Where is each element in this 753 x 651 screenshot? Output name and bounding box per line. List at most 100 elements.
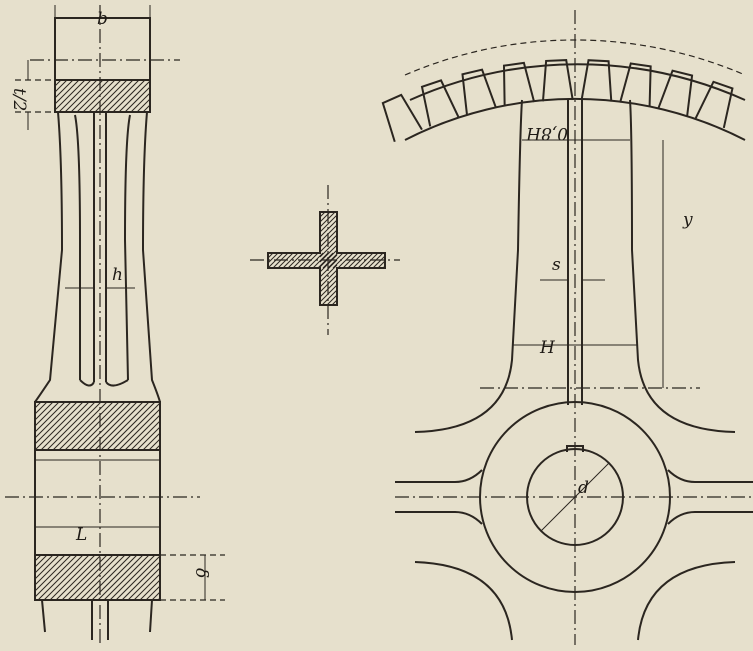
hatch-line xyxy=(145,585,161,601)
hatch-line xyxy=(100,401,150,451)
hatch-line xyxy=(326,294,338,306)
label-d: d xyxy=(578,478,589,498)
hatch-line xyxy=(70,79,104,113)
hatch-line xyxy=(282,252,299,269)
gear-tooth xyxy=(381,93,423,143)
hatch-line xyxy=(54,79,74,99)
hatch-line xyxy=(52,401,102,451)
hatch-line xyxy=(377,260,386,269)
hub-circle xyxy=(479,401,671,593)
hatch-line xyxy=(118,80,151,113)
hatch-line xyxy=(34,401,84,451)
hatch-line xyxy=(64,79,98,113)
gear-teeth xyxy=(381,59,734,143)
hatch-line xyxy=(67,554,114,601)
arm-inner-right xyxy=(123,114,131,381)
gear-tooth xyxy=(420,79,460,127)
hatch-line xyxy=(34,401,48,415)
gear-tooth xyxy=(502,61,536,107)
wheel-front-view: 0,8H y s H d xyxy=(381,10,753,645)
hatch-line xyxy=(103,554,150,601)
hatch-line xyxy=(319,214,338,233)
hatch-line xyxy=(55,554,102,601)
rim-inner-arc xyxy=(404,97,746,141)
hatch-line xyxy=(287,252,304,269)
hatch-line xyxy=(130,420,161,451)
hatch-line xyxy=(82,79,116,113)
hatch-line xyxy=(106,79,140,113)
hatch-line xyxy=(34,554,72,592)
hatch-line xyxy=(97,554,144,601)
label-H: H xyxy=(539,338,556,358)
hatch-line xyxy=(267,252,279,264)
gear-tooth xyxy=(541,59,574,102)
hatch-line xyxy=(76,401,126,451)
hatch-line xyxy=(319,264,338,283)
hatch-line xyxy=(337,252,354,269)
hub-bottom-section xyxy=(34,554,161,601)
rim-outer-arc xyxy=(409,63,746,101)
hatch-line xyxy=(312,252,329,269)
gear-tooth xyxy=(657,69,694,116)
section-hatching xyxy=(34,79,386,601)
right-arm xyxy=(667,469,753,525)
hatch-line xyxy=(91,554,138,601)
gear-tooth xyxy=(694,80,734,129)
hatch-line xyxy=(124,86,151,113)
hatch-line xyxy=(34,401,60,427)
hatch-line xyxy=(142,432,161,451)
hatch-line xyxy=(115,555,161,601)
label-L: L xyxy=(75,525,87,545)
hatch-line xyxy=(34,554,48,568)
hatch-line xyxy=(88,79,122,113)
hatch-line xyxy=(76,79,110,113)
label-s: s xyxy=(552,255,561,275)
hatch-line xyxy=(46,401,96,451)
hatch-line xyxy=(106,401,156,451)
hatch-line xyxy=(49,554,96,601)
hatch-line xyxy=(34,554,66,586)
bore-circle xyxy=(526,448,624,546)
left-arm xyxy=(395,469,483,525)
label-h: h xyxy=(112,265,123,285)
arm-right-edge-front xyxy=(629,99,736,433)
hatch-line xyxy=(321,289,338,306)
gear-tooth xyxy=(619,62,652,107)
arm-left-edge xyxy=(34,111,64,403)
hatch-line xyxy=(58,401,108,451)
dim-d xyxy=(540,462,610,532)
hatch-line xyxy=(94,401,144,451)
hatch-line xyxy=(64,401,114,451)
hatch-line xyxy=(34,554,78,598)
hatch-line xyxy=(82,401,132,451)
hatch-line xyxy=(79,554,126,601)
side-section-view: b t/2 h L δ xyxy=(5,5,225,645)
hatch-line xyxy=(70,401,120,451)
hatch-line xyxy=(85,554,132,601)
hatch-line xyxy=(352,252,369,269)
hatch-line xyxy=(127,567,161,601)
hatch-line xyxy=(109,554,156,601)
hatch-line xyxy=(54,79,68,93)
hatch-line xyxy=(112,79,146,113)
hatch-line xyxy=(319,244,338,263)
hatch-line xyxy=(58,79,92,113)
arm-right-edge xyxy=(141,111,161,403)
arm-cross-section xyxy=(250,185,400,335)
label-08H: 0,8H xyxy=(525,123,568,143)
hatch-line xyxy=(34,401,54,421)
gear-tooth xyxy=(580,59,613,102)
hatch-line xyxy=(34,554,60,580)
hatch-line xyxy=(319,269,338,288)
hatch-line xyxy=(139,579,161,601)
rim-section xyxy=(54,79,151,113)
hatch-line xyxy=(133,573,161,601)
hub-bore xyxy=(34,449,161,556)
label-t-half: t/2 xyxy=(9,88,29,111)
arm-inner-left xyxy=(74,114,81,380)
hatch-line xyxy=(54,79,80,105)
hatch-line xyxy=(319,239,338,258)
hatch-line xyxy=(34,554,54,574)
hatch-line xyxy=(54,79,86,111)
